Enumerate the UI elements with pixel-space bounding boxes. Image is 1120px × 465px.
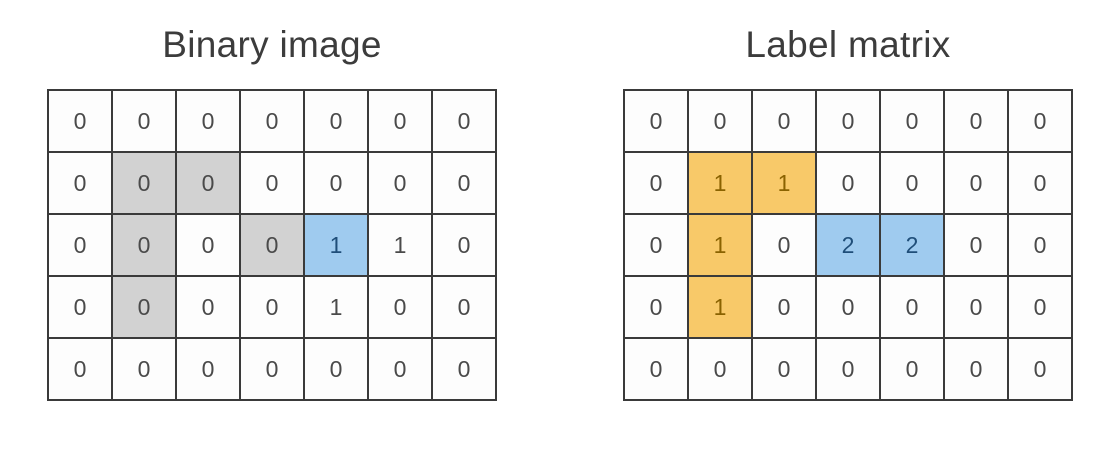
matrix-cell: 0 (751, 337, 817, 401)
matrix-cell: 0 (431, 275, 497, 339)
matrix-cell: 1 (687, 151, 753, 215)
matrix-cell: 0 (175, 337, 241, 401)
matrix-cell: 1 (303, 213, 369, 277)
matrix-cell: 0 (1007, 151, 1073, 215)
matrix-cell: 0 (239, 275, 305, 339)
matrix-cell: 0 (815, 337, 881, 401)
matrix-cell: 0 (175, 89, 241, 153)
matrix-cell: 0 (303, 337, 369, 401)
matrix-cell: 0 (943, 151, 1009, 215)
matrix-cell: 0 (943, 337, 1009, 401)
matrix-cell: 0 (367, 89, 433, 153)
label-matrix-title: Label matrix (745, 24, 951, 65)
matrix-cell: 0 (879, 151, 945, 215)
binary-image-title: Binary image (162, 24, 382, 65)
matrix-cell: 1 (687, 213, 753, 277)
matrix-cell: 0 (879, 337, 945, 401)
matrix-cell: 0 (879, 89, 945, 153)
matrix-cell: 0 (623, 89, 689, 153)
matrix-cell: 0 (1007, 275, 1073, 339)
matrix-cell: 0 (47, 275, 113, 339)
matrix-cell: 0 (367, 275, 433, 339)
matrix-cell: 0 (687, 337, 753, 401)
matrix-cell: 0 (367, 151, 433, 215)
matrix-cell: 0 (815, 275, 881, 339)
matrix-cell: 0 (431, 213, 497, 277)
matrix-cell: 0 (943, 213, 1009, 277)
matrix-cell: 0 (367, 337, 433, 401)
matrix-cell: 0 (623, 151, 689, 215)
matrix-cell: 0 (303, 89, 369, 153)
matrix-cell: 1 (687, 275, 753, 339)
matrix-cell: 0 (47, 151, 113, 215)
matrix-cell: 0 (175, 275, 241, 339)
matrix-cell: 0 (623, 213, 689, 277)
matrix-cell: 0 (1007, 337, 1073, 401)
matrix-cell: 0 (431, 89, 497, 153)
matrix-cell: 0 (431, 337, 497, 401)
matrix-cell: 0 (111, 151, 177, 215)
matrix-cell: 0 (751, 213, 817, 277)
matrix-cell: 0 (239, 151, 305, 215)
matrix-cell: 0 (47, 337, 113, 401)
matrix-cell: 0 (623, 337, 689, 401)
matrix-cell: 0 (431, 151, 497, 215)
matrix-cell: 0 (175, 213, 241, 277)
matrix-cell: 0 (815, 151, 881, 215)
matrix-cell: 0 (1007, 213, 1073, 277)
matrix-cell: 2 (815, 213, 881, 277)
matrix-cell: 0 (111, 213, 177, 277)
matrix-cell: 0 (47, 213, 113, 277)
matrix-cell: 0 (111, 275, 177, 339)
matrix-cell: 0 (751, 275, 817, 339)
matrix-cell: 1 (751, 151, 817, 215)
matrix-cell: 0 (623, 275, 689, 339)
matrix-cell: 0 (1007, 89, 1073, 153)
matrix-cell: 0 (239, 213, 305, 277)
matrix-cell: 0 (239, 337, 305, 401)
matrix-cell: 0 (751, 89, 817, 153)
matrix-cell: 0 (111, 89, 177, 153)
matrix-cell: 0 (175, 151, 241, 215)
matrix-cell: 0 (47, 89, 113, 153)
matrix-cell: 0 (943, 275, 1009, 339)
matrix-cell: 0 (943, 89, 1009, 153)
matrix-cell: 1 (303, 275, 369, 339)
matrix-cell: 0 (879, 275, 945, 339)
matrix-cell: 0 (303, 151, 369, 215)
matrix-cell: 0 (815, 89, 881, 153)
matrix-cell: 0 (111, 337, 177, 401)
matrix-cell: 0 (239, 89, 305, 153)
matrix-cell: 2 (879, 213, 945, 277)
matrix-cell: 1 (367, 213, 433, 277)
matrix-cell: 0 (687, 89, 753, 153)
